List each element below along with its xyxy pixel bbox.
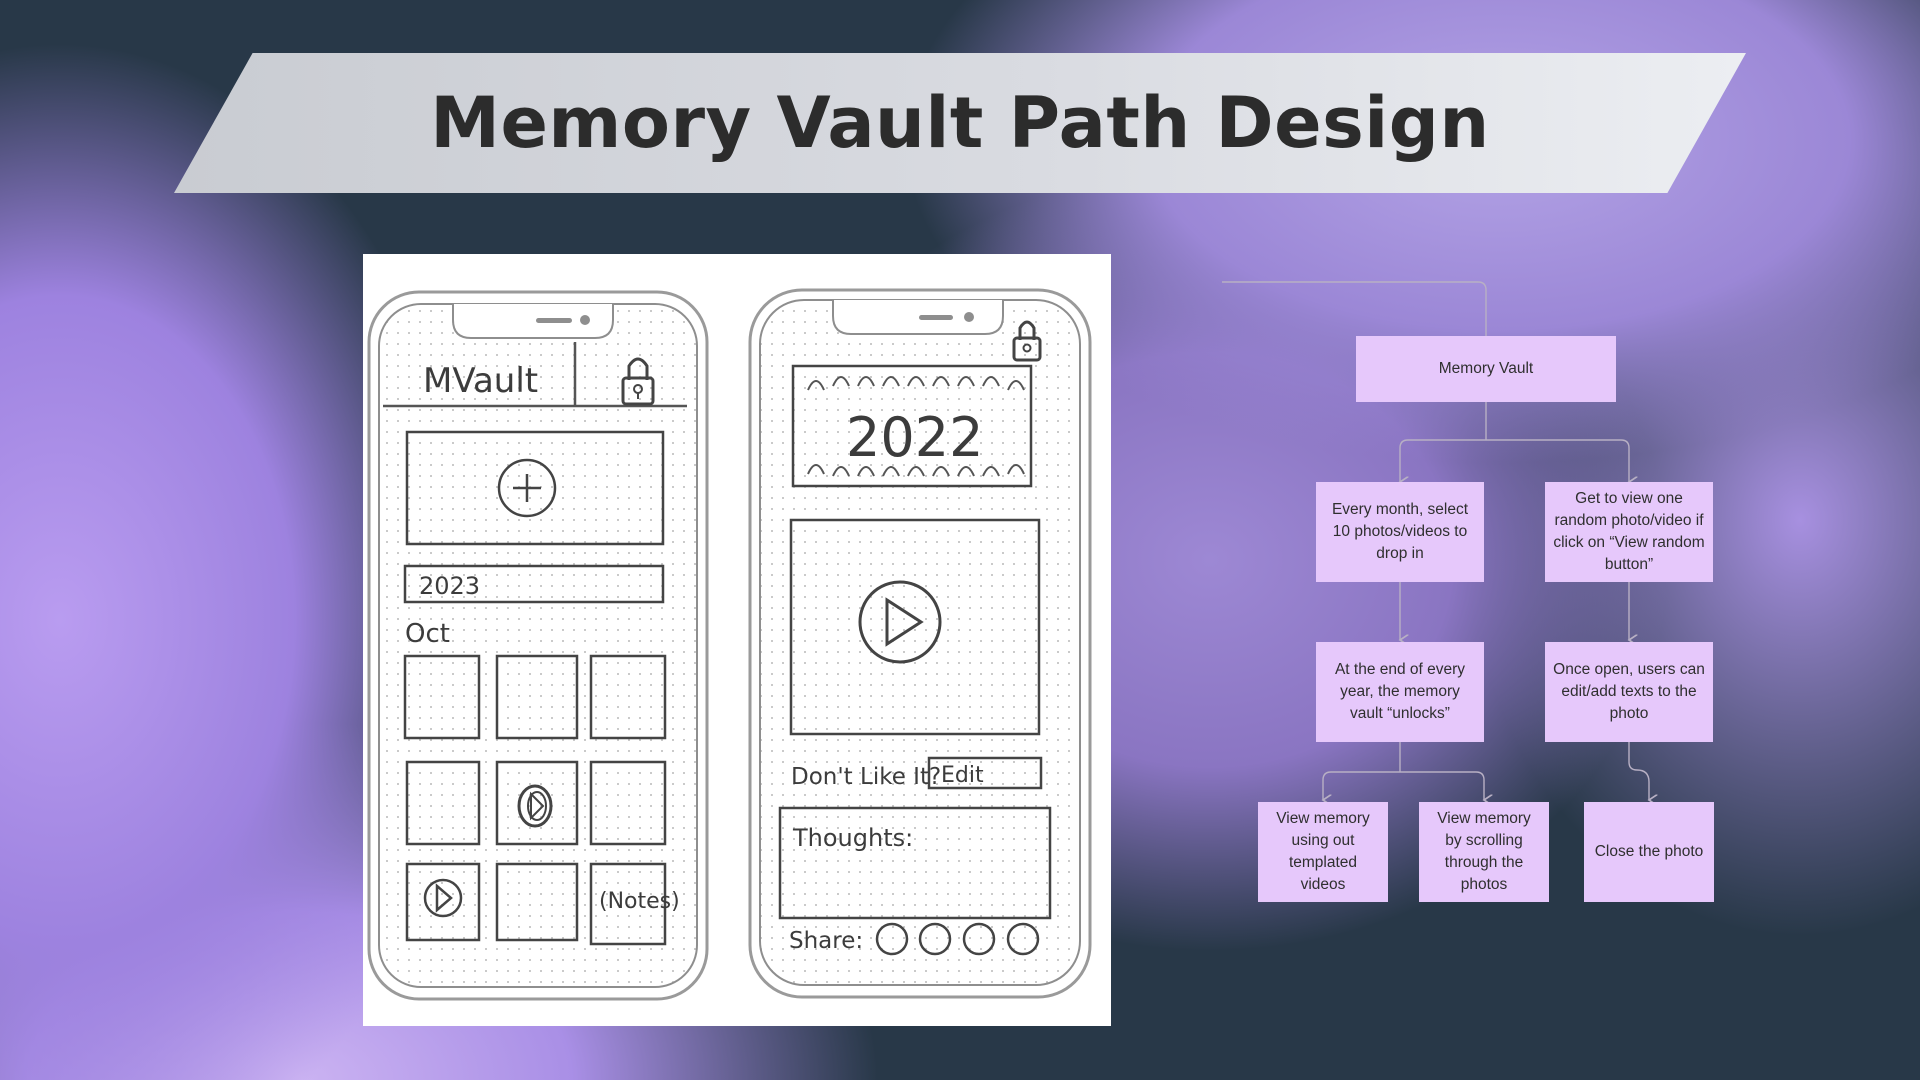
share-option-icon[interactable] <box>1006 922 1040 956</box>
connector-line <box>1400 402 1487 482</box>
speaker-icon <box>536 318 572 323</box>
share-option-icon[interactable] <box>962 922 996 956</box>
node-yearly-unlock[interactable]: At the end of every year, the memory vau… <box>1316 642 1484 742</box>
node-close-photo[interactable]: Close the photo <box>1584 802 1714 902</box>
share-label: Share: <box>789 928 863 954</box>
node-view-random[interactable]: Get to view one random photo/video if cl… <box>1545 482 1713 582</box>
month-label: Oct <box>405 619 450 649</box>
video-player[interactable] <box>789 518 1041 736</box>
speaker-icon <box>919 315 953 320</box>
phone-two-frame <box>748 288 1092 999</box>
camera-icon <box>580 315 590 325</box>
flow-connectors <box>1222 281 1760 910</box>
phone-one-frame <box>367 290 709 1001</box>
share-option-icon[interactable] <box>918 922 952 956</box>
page-title: Memory Vault Path Design <box>430 82 1490 164</box>
phone-two-notch <box>832 300 1004 335</box>
lock-icon[interactable] <box>1012 320 1042 362</box>
connector-line <box>1323 742 1401 800</box>
year-label: 2023 <box>419 572 480 600</box>
photo-slot[interactable] <box>589 760 667 846</box>
connector-line <box>1222 281 1487 336</box>
photo-slot[interactable] <box>403 654 481 740</box>
phone-one: MVault 2023 Oct <box>367 290 709 1001</box>
notes-slot[interactable] <box>589 862 667 946</box>
share-option-icon[interactable] <box>875 922 909 956</box>
flow-diagram: Memory Vault Every month, select 10 phot… <box>1200 270 1760 910</box>
phone-two: 2022 Don't Like It? Edit Thoughts: Share… <box>748 288 1092 999</box>
play-icon[interactable] <box>423 878 463 918</box>
add-memory-box[interactable] <box>405 430 665 546</box>
photo-slot[interactable] <box>405 862 481 942</box>
play-icon[interactable] <box>858 580 942 664</box>
video-thumbnail-icon <box>517 784 553 828</box>
title-banner: Memory Vault Path Design <box>174 53 1746 193</box>
photo-slot[interactable] <box>589 654 667 740</box>
edit-button[interactable] <box>927 756 1043 790</box>
notes-label: (Notes) <box>599 889 680 914</box>
photo-slot[interactable] <box>495 760 579 846</box>
photo-grid: (Notes) <box>403 654 680 946</box>
photo-slot[interactable] <box>495 654 579 740</box>
phone-one-notch <box>452 304 614 339</box>
camera-icon <box>964 312 974 322</box>
node-memory-vault[interactable]: Memory Vault <box>1356 336 1616 402</box>
photo-slot[interactable] <box>495 862 579 942</box>
year-banner-label: 2022 <box>846 406 983 469</box>
year-field[interactable] <box>403 564 665 604</box>
connector-line <box>1486 439 1629 482</box>
node-scroll-photos[interactable]: View memory by scrolling through the pho… <box>1419 802 1549 902</box>
wireframe-sketch: MVault 2023 Oct <box>363 254 1111 1026</box>
connector-line <box>1400 771 1484 800</box>
app-name-label: MVault <box>423 361 538 401</box>
thoughts-label: Thoughts: <box>792 824 913 852</box>
year-banner: 2022 <box>791 364 1033 488</box>
plus-icon[interactable] <box>497 458 557 518</box>
connector-line <box>1628 742 1649 800</box>
thoughts-box[interactable] <box>778 806 1052 920</box>
photo-slot[interactable] <box>405 760 481 846</box>
wireframe-drawing: MVault 2023 Oct <box>367 288 1092 1001</box>
lock-icon[interactable] <box>621 357 655 406</box>
dislike-label: Don't Like It? <box>791 764 941 790</box>
node-templated-videos[interactable]: View memory using out templated videos <box>1258 802 1388 902</box>
node-edit-texts[interactable]: Once open, users can edit/add texts to t… <box>1545 642 1713 742</box>
node-monthly-select[interactable]: Every month, select 10 photos/videos to … <box>1316 482 1484 582</box>
edit-button-label: Edit <box>941 763 984 788</box>
